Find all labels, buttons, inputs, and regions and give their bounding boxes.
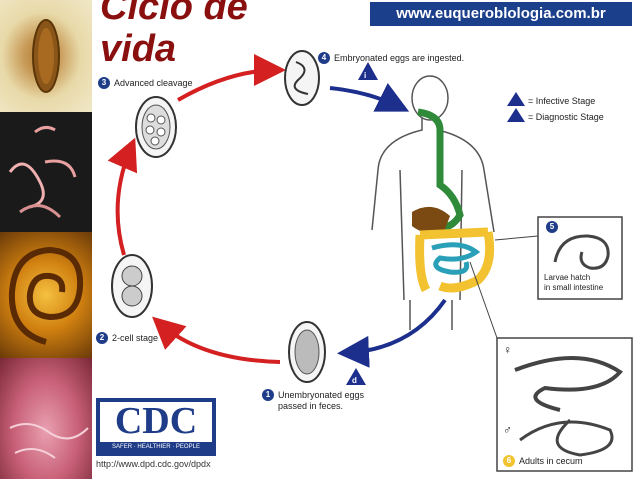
legend-diagnostic-label: = Diagnostic Stage bbox=[528, 112, 604, 122]
legend-infective-marker bbox=[507, 92, 525, 106]
coil-photo-icon bbox=[8, 246, 84, 345]
step-1-label-line1: Unembryonated eggs bbox=[278, 390, 365, 400]
female-symbol: ♀ bbox=[503, 343, 512, 357]
diagnostic-marker-1 bbox=[346, 368, 366, 385]
cdc-tagline: SAFER · HEALTHIER · PEOPLE bbox=[112, 444, 200, 450]
slide-title-line1: Ciclo de bbox=[100, 0, 248, 28]
step-4-number: 4 bbox=[318, 52, 330, 64]
mucosa-photo-icon bbox=[9, 423, 89, 459]
step-2-label: 2-cell stage bbox=[112, 333, 159, 343]
step-1-label-line2: passed in feces. bbox=[278, 401, 344, 411]
arrow-3-to-4 bbox=[177, 54, 286, 102]
step-3-label: Advanced cleavage bbox=[114, 78, 193, 88]
egg-stage-4 bbox=[284, 50, 320, 106]
step-2-number: 2 bbox=[96, 332, 108, 344]
step-1-number: 1 bbox=[262, 389, 274, 401]
website-badge: www.euqueroblologia.com.br bbox=[370, 2, 632, 26]
arrow-1-to-2 bbox=[152, 316, 281, 364]
larvae-photo-icon bbox=[8, 125, 77, 219]
egg-stage-2 bbox=[111, 254, 153, 318]
arrow-host-to-1 bbox=[337, 298, 447, 368]
slide-title-line2: vida bbox=[100, 28, 177, 70]
infective-marker-top bbox=[358, 62, 378, 80]
step-5-label-line2: in small intestine bbox=[544, 283, 604, 292]
step-6-label: Adults in cecum bbox=[519, 456, 583, 466]
arrow-4-to-host bbox=[329, 82, 410, 112]
egg-photo-icon bbox=[32, 19, 60, 93]
legend-diagnostic-marker bbox=[507, 108, 525, 122]
photo-larvae bbox=[0, 112, 92, 232]
step-4-label: Embryonated eggs are ingested. bbox=[334, 53, 465, 63]
photo-egg bbox=[0, 0, 92, 112]
step-5-number: 5 bbox=[546, 221, 558, 233]
cdc-url[interactable]: http://www.dpd.cdc.gov/dpdx bbox=[96, 459, 211, 469]
diagnostic-marker-letter: d bbox=[352, 376, 357, 385]
legend-infective-label: = Infective Stage bbox=[528, 96, 596, 106]
egg-stage-3 bbox=[135, 96, 177, 158]
egg-stage-1 bbox=[288, 321, 326, 383]
cdc-logo-text: CDC bbox=[114, 400, 198, 442]
arrow-2-to-3 bbox=[107, 137, 138, 256]
step-5-label-line1: Larvae hatch bbox=[544, 273, 591, 282]
photo-worm-coil bbox=[0, 232, 92, 358]
male-symbol: ♂ bbox=[503, 423, 512, 437]
human-host-figure bbox=[371, 75, 495, 330]
step-3-number: 3 bbox=[98, 77, 110, 89]
photo-mucosa bbox=[0, 358, 92, 479]
step-6-number: 6 bbox=[503, 455, 515, 467]
infective-marker-letter: i bbox=[364, 71, 367, 80]
